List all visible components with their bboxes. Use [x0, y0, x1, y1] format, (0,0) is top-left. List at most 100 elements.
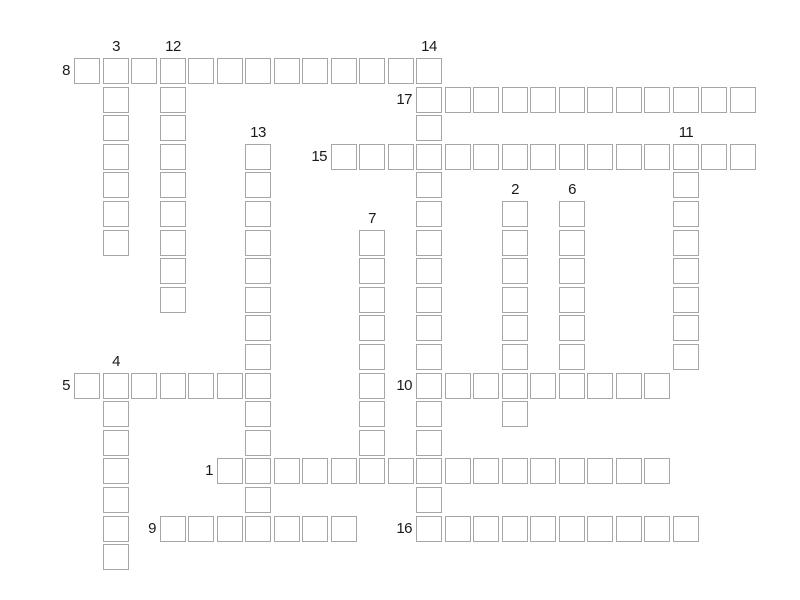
crossword-cell[interactable] [217, 58, 243, 84]
crossword-cell[interactable] [673, 172, 699, 198]
crossword-cell[interactable] [245, 258, 271, 284]
crossword-cell[interactable] [644, 144, 670, 170]
crossword-cell[interactable] [473, 373, 499, 399]
crossword-cell[interactable] [388, 144, 414, 170]
crossword-cell[interactable] [160, 258, 186, 284]
crossword-cell[interactable] [103, 172, 129, 198]
crossword-cell[interactable] [673, 87, 699, 113]
crossword-cell[interactable] [416, 287, 442, 313]
crossword-cell[interactable] [188, 516, 214, 542]
crossword-cell[interactable] [245, 487, 271, 513]
crossword-cell[interactable] [502, 201, 528, 227]
crossword-cell[interactable] [274, 516, 300, 542]
crossword-cell[interactable] [160, 87, 186, 113]
crossword-cell[interactable] [673, 258, 699, 284]
crossword-cell[interactable] [559, 458, 585, 484]
crossword-cell[interactable] [616, 373, 642, 399]
crossword-cell[interactable] [673, 344, 699, 370]
crossword-cell[interactable] [416, 58, 442, 84]
crossword-cell[interactable] [388, 58, 414, 84]
crossword-cell[interactable] [388, 458, 414, 484]
crossword-cell[interactable] [245, 458, 271, 484]
crossword-cell[interactable] [416, 115, 442, 141]
crossword-cell[interactable] [416, 516, 442, 542]
crossword-cell[interactable] [530, 144, 556, 170]
crossword-cell[interactable] [103, 230, 129, 256]
crossword-cell[interactable] [131, 373, 157, 399]
crossword-cell[interactable] [160, 172, 186, 198]
crossword-cell[interactable] [103, 487, 129, 513]
crossword-cell[interactable] [502, 344, 528, 370]
crossword-cell[interactable] [587, 516, 613, 542]
crossword-cell[interactable] [359, 58, 385, 84]
crossword-cell[interactable] [673, 287, 699, 313]
crossword-cell[interactable] [559, 344, 585, 370]
crossword-cell[interactable] [359, 430, 385, 456]
crossword-cell[interactable] [445, 458, 471, 484]
crossword-cell[interactable] [103, 58, 129, 84]
crossword-cell[interactable] [530, 516, 556, 542]
crossword-cell[interactable] [188, 58, 214, 84]
crossword-cell[interactable] [416, 230, 442, 256]
crossword-cell[interactable] [359, 230, 385, 256]
crossword-cell[interactable] [160, 58, 186, 84]
crossword-cell[interactable] [730, 87, 756, 113]
crossword-cell[interactable] [559, 87, 585, 113]
crossword-cell[interactable] [245, 516, 271, 542]
crossword-cell[interactable] [131, 58, 157, 84]
crossword-cell[interactable] [502, 401, 528, 427]
crossword-cell[interactable] [359, 144, 385, 170]
crossword-cell[interactable] [245, 172, 271, 198]
crossword-cell[interactable] [587, 458, 613, 484]
crossword-cell[interactable] [416, 201, 442, 227]
crossword-cell[interactable] [502, 516, 528, 542]
crossword-cell[interactable] [445, 144, 471, 170]
crossword-cell[interactable] [502, 373, 528, 399]
crossword-cell[interactable] [587, 87, 613, 113]
crossword-cell[interactable] [559, 230, 585, 256]
crossword-cell[interactable] [274, 458, 300, 484]
crossword-cell[interactable] [103, 144, 129, 170]
crossword-cell[interactable] [245, 401, 271, 427]
crossword-cell[interactable] [502, 315, 528, 341]
crossword-cell[interactable] [245, 344, 271, 370]
crossword-cell[interactable] [416, 458, 442, 484]
crossword-cell[interactable] [416, 373, 442, 399]
crossword-cell[interactable] [416, 315, 442, 341]
crossword-cell[interactable] [160, 287, 186, 313]
crossword-cell[interactable] [559, 201, 585, 227]
crossword-cell[interactable] [331, 144, 357, 170]
crossword-cell[interactable] [103, 544, 129, 570]
crossword-cell[interactable] [559, 315, 585, 341]
crossword-cell[interactable] [160, 373, 186, 399]
crossword-cell[interactable] [160, 230, 186, 256]
crossword-cell[interactable] [416, 258, 442, 284]
crossword-cell[interactable] [616, 87, 642, 113]
crossword-cell[interactable] [103, 430, 129, 456]
crossword-cell[interactable] [416, 430, 442, 456]
crossword-cell[interactable] [416, 487, 442, 513]
crossword-cell[interactable] [74, 373, 100, 399]
crossword-cell[interactable] [616, 144, 642, 170]
crossword-cell[interactable] [673, 516, 699, 542]
crossword-cell[interactable] [416, 144, 442, 170]
crossword-cell[interactable] [473, 516, 499, 542]
crossword-cell[interactable] [473, 87, 499, 113]
crossword-cell[interactable] [730, 144, 756, 170]
crossword-cell[interactable] [160, 115, 186, 141]
crossword-cell[interactable] [103, 87, 129, 113]
crossword-cell[interactable] [445, 516, 471, 542]
crossword-cell[interactable] [559, 516, 585, 542]
crossword-cell[interactable] [245, 315, 271, 341]
crossword-cell[interactable] [359, 373, 385, 399]
crossword-cell[interactable] [359, 287, 385, 313]
crossword-cell[interactable] [530, 458, 556, 484]
crossword-cell[interactable] [188, 373, 214, 399]
crossword-cell[interactable] [473, 458, 499, 484]
crossword-cell[interactable] [416, 87, 442, 113]
crossword-cell[interactable] [245, 373, 271, 399]
crossword-cell[interactable] [217, 458, 243, 484]
crossword-cell[interactable] [103, 516, 129, 542]
crossword-cell[interactable] [559, 144, 585, 170]
crossword-cell[interactable] [416, 401, 442, 427]
